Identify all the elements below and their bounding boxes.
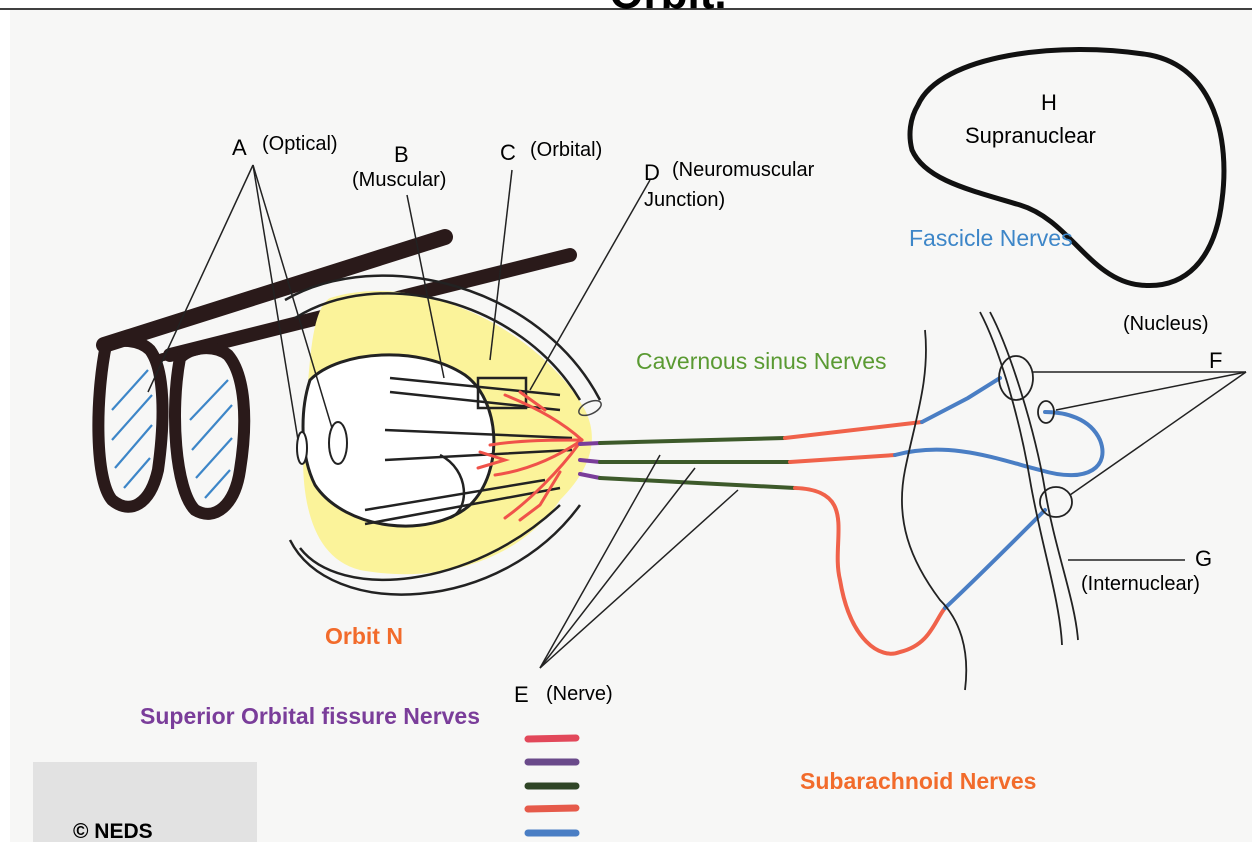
superior-orbital-fissure-label: Superior Orbital fissure Nerves	[140, 703, 480, 729]
label-f-nucleus: (Nucleus)	[1123, 313, 1209, 335]
label-f: F	[1209, 348, 1222, 373]
label-b: B	[394, 142, 409, 167]
header-title-fragment: Orbit.	[609, 0, 726, 18]
label-e: E	[514, 682, 529, 707]
label-g-internuclear: (Internuclear)	[1081, 573, 1200, 595]
label-b-muscular: (Muscular)	[352, 169, 446, 191]
label-a-optical: (Optical)	[262, 133, 338, 155]
label-e-nerve: (Nerve)	[546, 683, 613, 705]
label-h: H	[1041, 90, 1057, 115]
label-c: C	[500, 140, 516, 165]
label-d-neuromuscular: (Neuromuscular	[672, 159, 815, 181]
label-a: A	[232, 135, 247, 160]
swatch-red	[528, 738, 576, 739]
label-c-orbital: (Orbital)	[530, 139, 602, 161]
orbit-n-label: Orbit N	[325, 623, 403, 649]
copyright-text: © NEDS	[73, 820, 153, 842]
fascicle-label: Fascicle Nerves	[909, 225, 1073, 251]
label-d-junction: Junction)	[644, 189, 725, 211]
label-h-supranuclear: Supranuclear	[965, 123, 1096, 148]
swatch-orange	[528, 808, 576, 809]
label-g: G	[1195, 546, 1212, 571]
label-d: D	[644, 160, 660, 185]
subarachnoid-label: Subarachnoid Nerves	[800, 768, 1036, 794]
cavernous-sinus-label: Cavernous sinus Nerves	[636, 348, 887, 374]
